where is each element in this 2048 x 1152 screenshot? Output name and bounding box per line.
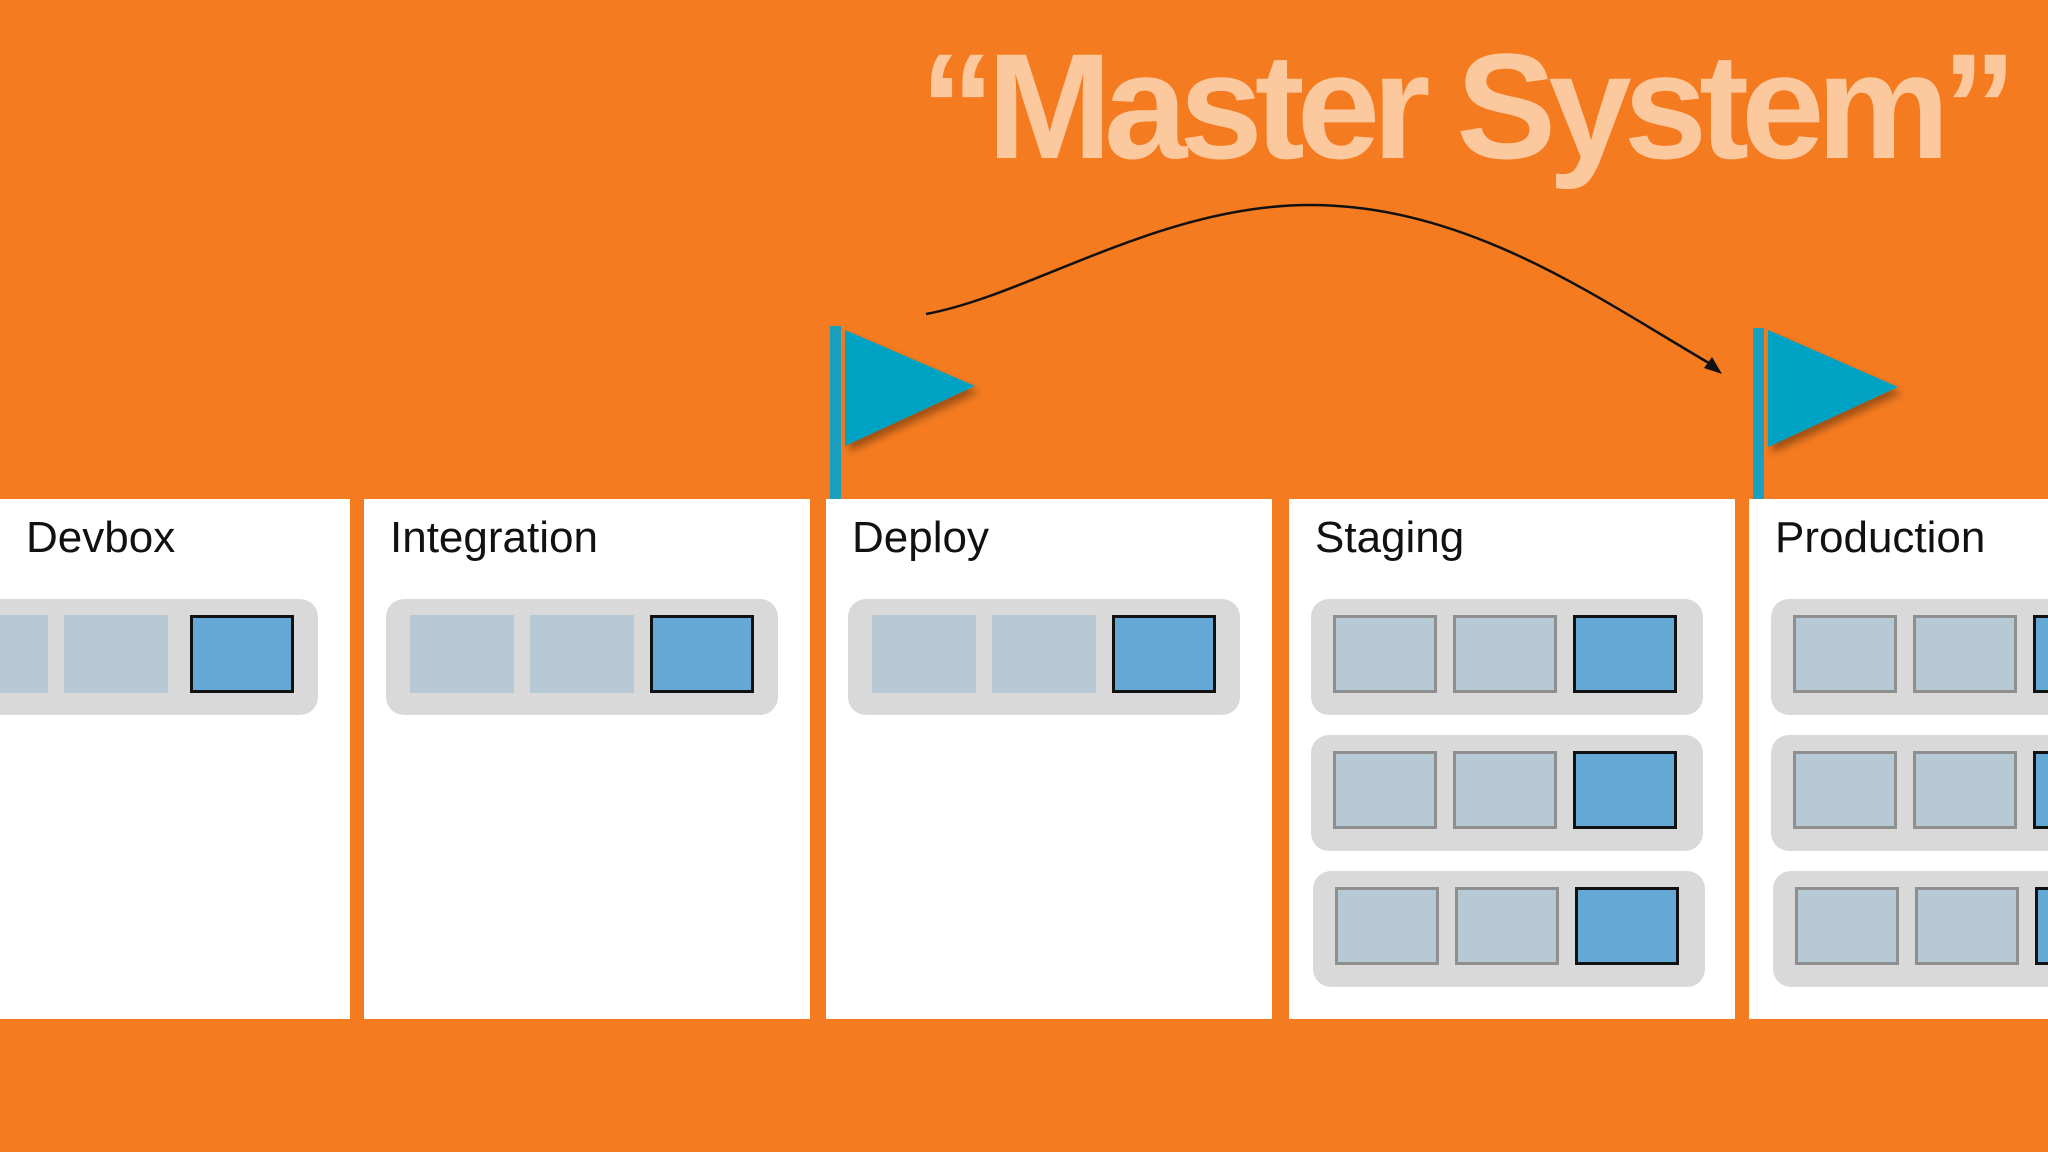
previous-build [992,615,1096,693]
flag-icon [1753,328,1898,503]
stage-label: Devbox [26,513,176,562]
arrowhead-icon [1704,357,1722,374]
previous-build [1793,615,1897,693]
previous-build [1913,615,2017,693]
stage-panel-production: Production [1749,499,2048,1019]
build-tray [0,599,318,715]
current-build [1112,615,1216,693]
stage-label: Deploy [852,513,989,562]
build-tray [1313,871,1705,987]
slide-title: “Master System” [920,22,2017,190]
previous-build [1335,887,1439,965]
stage-panel-integration: Integration [364,499,810,1019]
previous-build [64,615,168,693]
previous-build [1795,887,1899,965]
stage-label: Production [1775,513,1986,562]
build-tray [1771,735,2048,851]
previous-build [872,615,976,693]
current-build [1573,615,1677,693]
previous-build [0,615,48,693]
build-tray [1773,871,2048,987]
stage-label: Integration [390,513,598,562]
curved-arrow-icon [925,203,1715,368]
flag-icon [830,326,975,501]
previous-build [1793,751,1897,829]
previous-build [1333,751,1437,829]
build-tray [386,599,778,715]
build-tray [1771,599,2048,715]
stage-panel-devbox: Devbox [0,499,350,1019]
build-tray [848,599,1240,715]
current-build [650,615,754,693]
current-build [1575,887,1679,965]
stage-label: Staging [1315,513,1465,562]
stage-panel-staging: Staging [1289,499,1735,1019]
current-build [2033,615,2048,693]
stage-panel-deploy: Deploy [826,499,1272,1019]
previous-build [1453,615,1557,693]
current-build [190,615,294,693]
current-build [2033,751,2048,829]
current-build [2035,887,2048,965]
build-tray [1311,599,1703,715]
previous-build [530,615,634,693]
previous-build [1455,887,1559,965]
previous-build [1915,887,2019,965]
previous-build [1453,751,1557,829]
previous-build [1913,751,2017,829]
previous-build [410,615,514,693]
build-tray [1311,735,1703,851]
previous-build [1333,615,1437,693]
current-build [1573,751,1677,829]
